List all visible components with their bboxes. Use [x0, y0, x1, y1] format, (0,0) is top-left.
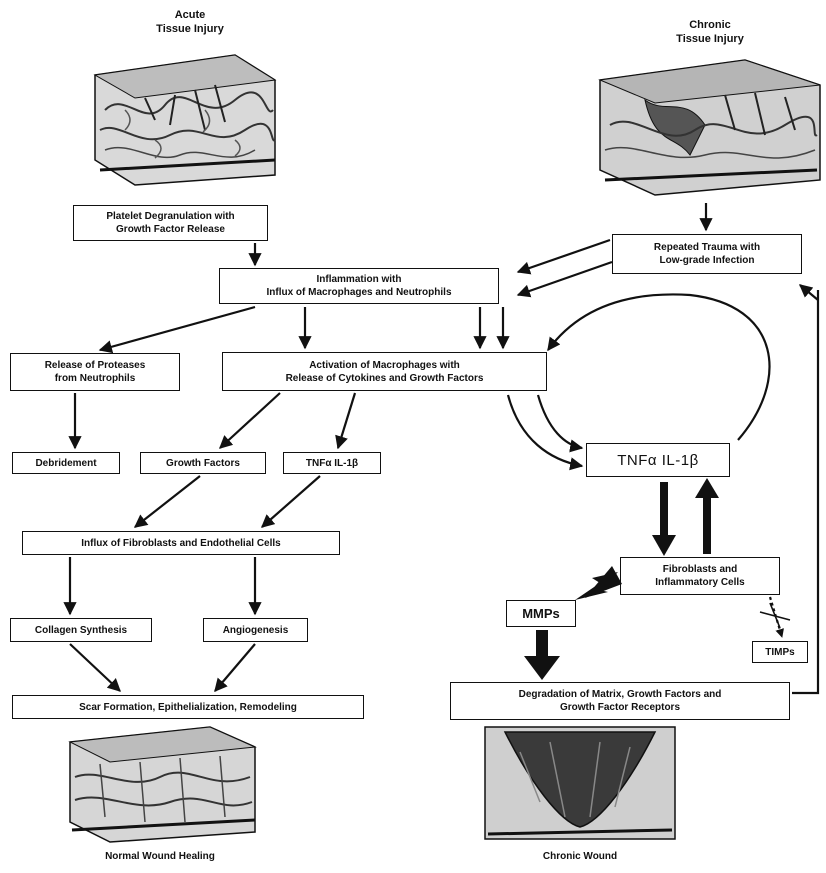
- chronic-injury-title: Chronic Tissue Injury: [676, 19, 744, 45]
- normal-wound-illustration: [68, 726, 257, 843]
- mmps-box: MMPs: [506, 600, 576, 627]
- tnf-il1-small-box: TNFα IL-1β: [283, 452, 381, 474]
- growth-factors-box: Growth Factors: [140, 452, 266, 474]
- activation-box: Activation of Macrophages with Release o…: [222, 352, 547, 391]
- chronic-wound-illustration: [484, 726, 676, 840]
- fibroblasts-inflammatory-box: Fibroblasts and Inflammatory Cells: [620, 557, 780, 595]
- angiogenesis-box: Angiogenesis: [203, 618, 308, 642]
- chronic-wound-caption: Chronic Wound: [542, 851, 618, 862]
- normal-wound-caption: Normal Wound Healing: [105, 851, 215, 862]
- scar-formation-box: Scar Formation, Epithelialization, Remod…: [12, 695, 364, 719]
- debridement-box: Debridement: [12, 452, 120, 474]
- platelet-degranulation-box: Platelet Degranulation with Growth Facto…: [73, 205, 268, 241]
- collagen-synthesis-box: Collagen Synthesis: [10, 618, 152, 642]
- acute-tissue-illustration: [93, 54, 277, 186]
- timps-box: TIMPs: [752, 641, 808, 663]
- chronic-tissue-illustration: [598, 59, 821, 196]
- repeated-trauma-box: Repeated Trauma with Low-grade Infection: [612, 234, 802, 274]
- influx-fibroblasts-box: Influx of Fibroblasts and Endothelial Ce…: [22, 531, 340, 555]
- tnf-il1-big-box: TNFα IL-1β: [586, 443, 730, 477]
- inflammation-box: Inflammation with Influx of Macrophages …: [219, 268, 499, 304]
- proteases-box: Release of Proteases from Neutrophils: [10, 353, 180, 391]
- acute-injury-title: Acute Tissue Injury: [156, 9, 224, 35]
- degradation-box: Degradation of Matrix, Growth Factors an…: [450, 682, 790, 720]
